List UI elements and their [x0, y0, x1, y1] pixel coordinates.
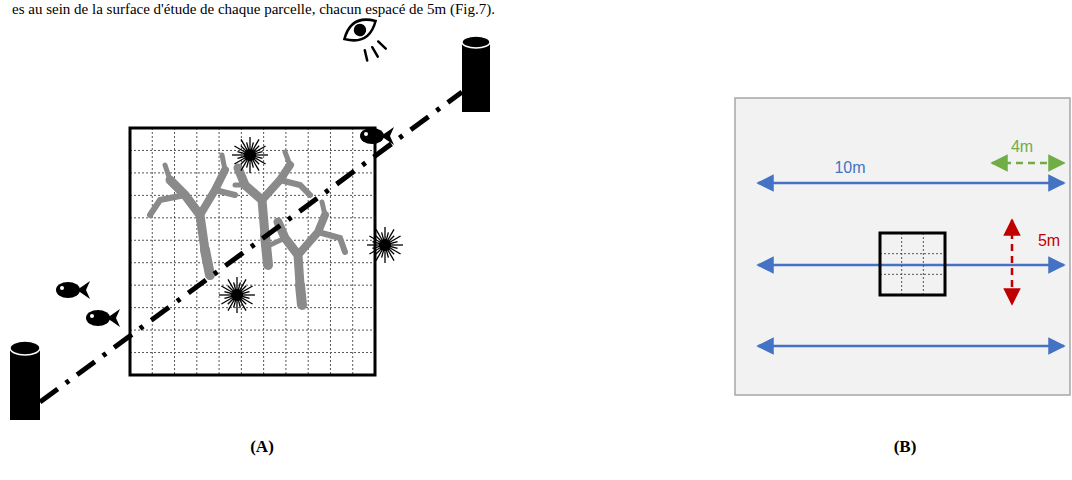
quadrat-frame: [130, 128, 375, 375]
quadrat-grid: [130, 128, 375, 375]
dimension-label: 10m: [834, 159, 865, 177]
transect-line: [40, 92, 462, 402]
panel-label: (B): [894, 437, 917, 457]
quadrat-frame: [880, 233, 945, 295]
cut-off-text: es au sein de la surface d'étude de chaq…: [10, 1, 497, 18]
spacing-arrow: [992, 162, 1064, 165]
post: [462, 36, 490, 112]
sea-urchin: [219, 137, 403, 313]
panel-label: (A): [250, 437, 274, 457]
spacing-arrow: [1011, 220, 1014, 304]
transect-arrow: [758, 183, 1064, 346]
fish: [56, 127, 394, 327]
plot-area: [735, 98, 1070, 395]
observer-eye: [340, 13, 392, 67]
post: [10, 341, 40, 420]
coral: [150, 152, 345, 305]
quadrat-grid: [880, 233, 945, 295]
dimension-label: 5m: [1038, 232, 1060, 250]
dimension-label: 4m: [1011, 138, 1033, 156]
